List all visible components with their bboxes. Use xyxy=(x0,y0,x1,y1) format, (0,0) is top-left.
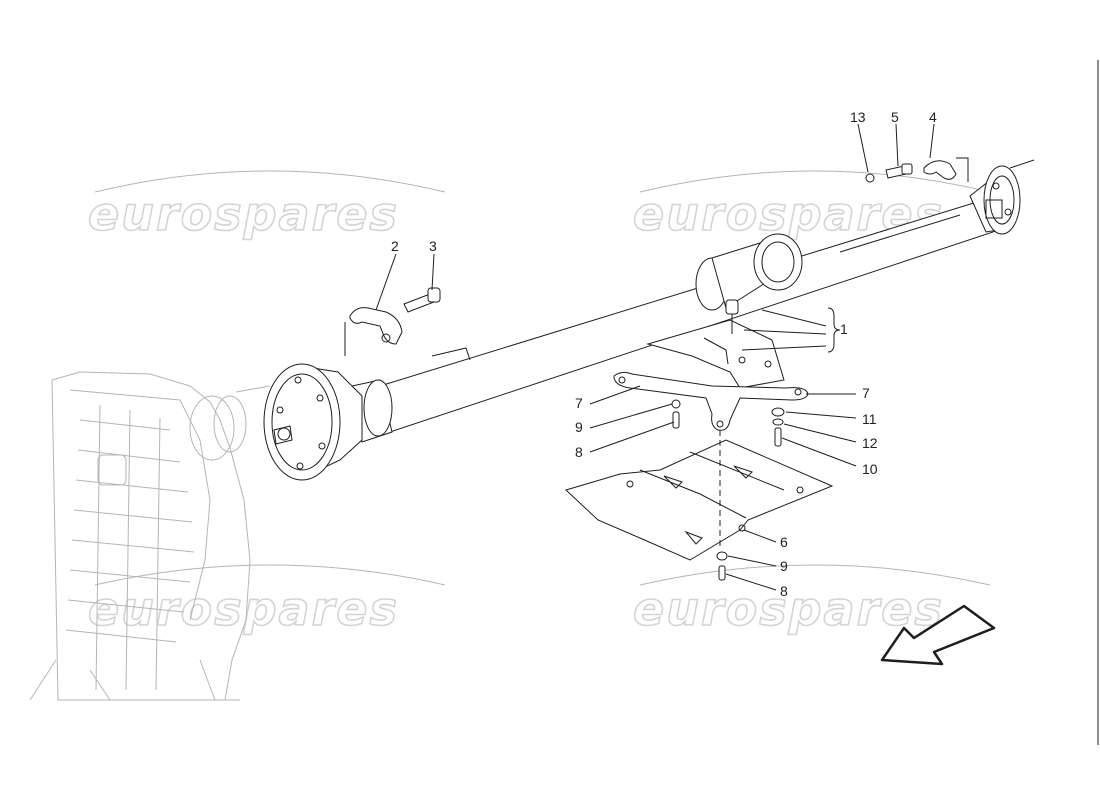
watermark-swoosh xyxy=(94,170,446,193)
callout-9-bottom: 9 xyxy=(780,558,788,574)
watermarks: eurospares eurospares eurospares eurospa… xyxy=(87,170,991,637)
callouts: 2 3 13 5 4 1 7 9 8 7 11 12 10 6 9 8 xyxy=(391,109,937,599)
underbody-shield xyxy=(565,430,834,561)
callout-8-left: 8 xyxy=(575,444,583,460)
callout-13: 13 xyxy=(850,109,866,125)
watermark-text: eurospares xyxy=(88,187,399,241)
callout-5: 5 xyxy=(891,109,899,125)
rear-flange-coupling xyxy=(969,165,1021,235)
leader-lines xyxy=(375,123,935,591)
rear-clamp-bolt-washer xyxy=(865,157,969,183)
callout-12: 12 xyxy=(862,435,878,451)
callout-4: 4 xyxy=(929,109,937,125)
callout-1: 1 xyxy=(840,321,848,337)
shield-bolt-washer xyxy=(716,551,728,581)
callout-10: 10 xyxy=(862,461,878,477)
gearbox-ghost xyxy=(29,371,251,701)
watermark-text: eurospares xyxy=(88,582,399,636)
callout-6: 6 xyxy=(780,534,788,550)
bracket-bolts-left xyxy=(671,399,681,429)
callout-2: 2 xyxy=(391,238,399,254)
watermark-swoosh xyxy=(639,564,991,586)
front-clamp-and-bolt xyxy=(344,287,441,356)
watermark-text: eurospares xyxy=(633,582,944,636)
callout-7-left: 7 xyxy=(575,395,583,411)
callout-3: 3 xyxy=(429,238,437,254)
callout-8-bottom: 8 xyxy=(780,583,788,599)
centre-bearing xyxy=(695,233,803,311)
watermark-swoosh xyxy=(639,170,991,193)
support-bracket-assembly xyxy=(646,299,841,389)
callout-7-right: 7 xyxy=(862,385,870,401)
callout-9-left: 9 xyxy=(575,419,583,435)
callout-11: 11 xyxy=(862,411,877,427)
bracket-bolts-right xyxy=(771,407,785,447)
front-flange-coupling xyxy=(235,363,393,481)
watermark-swoosh xyxy=(94,564,446,586)
direction-arrow-icon xyxy=(880,604,996,666)
washer-13 xyxy=(865,173,875,183)
clamp-4 xyxy=(923,160,957,180)
crossmember-bracket xyxy=(613,371,809,431)
